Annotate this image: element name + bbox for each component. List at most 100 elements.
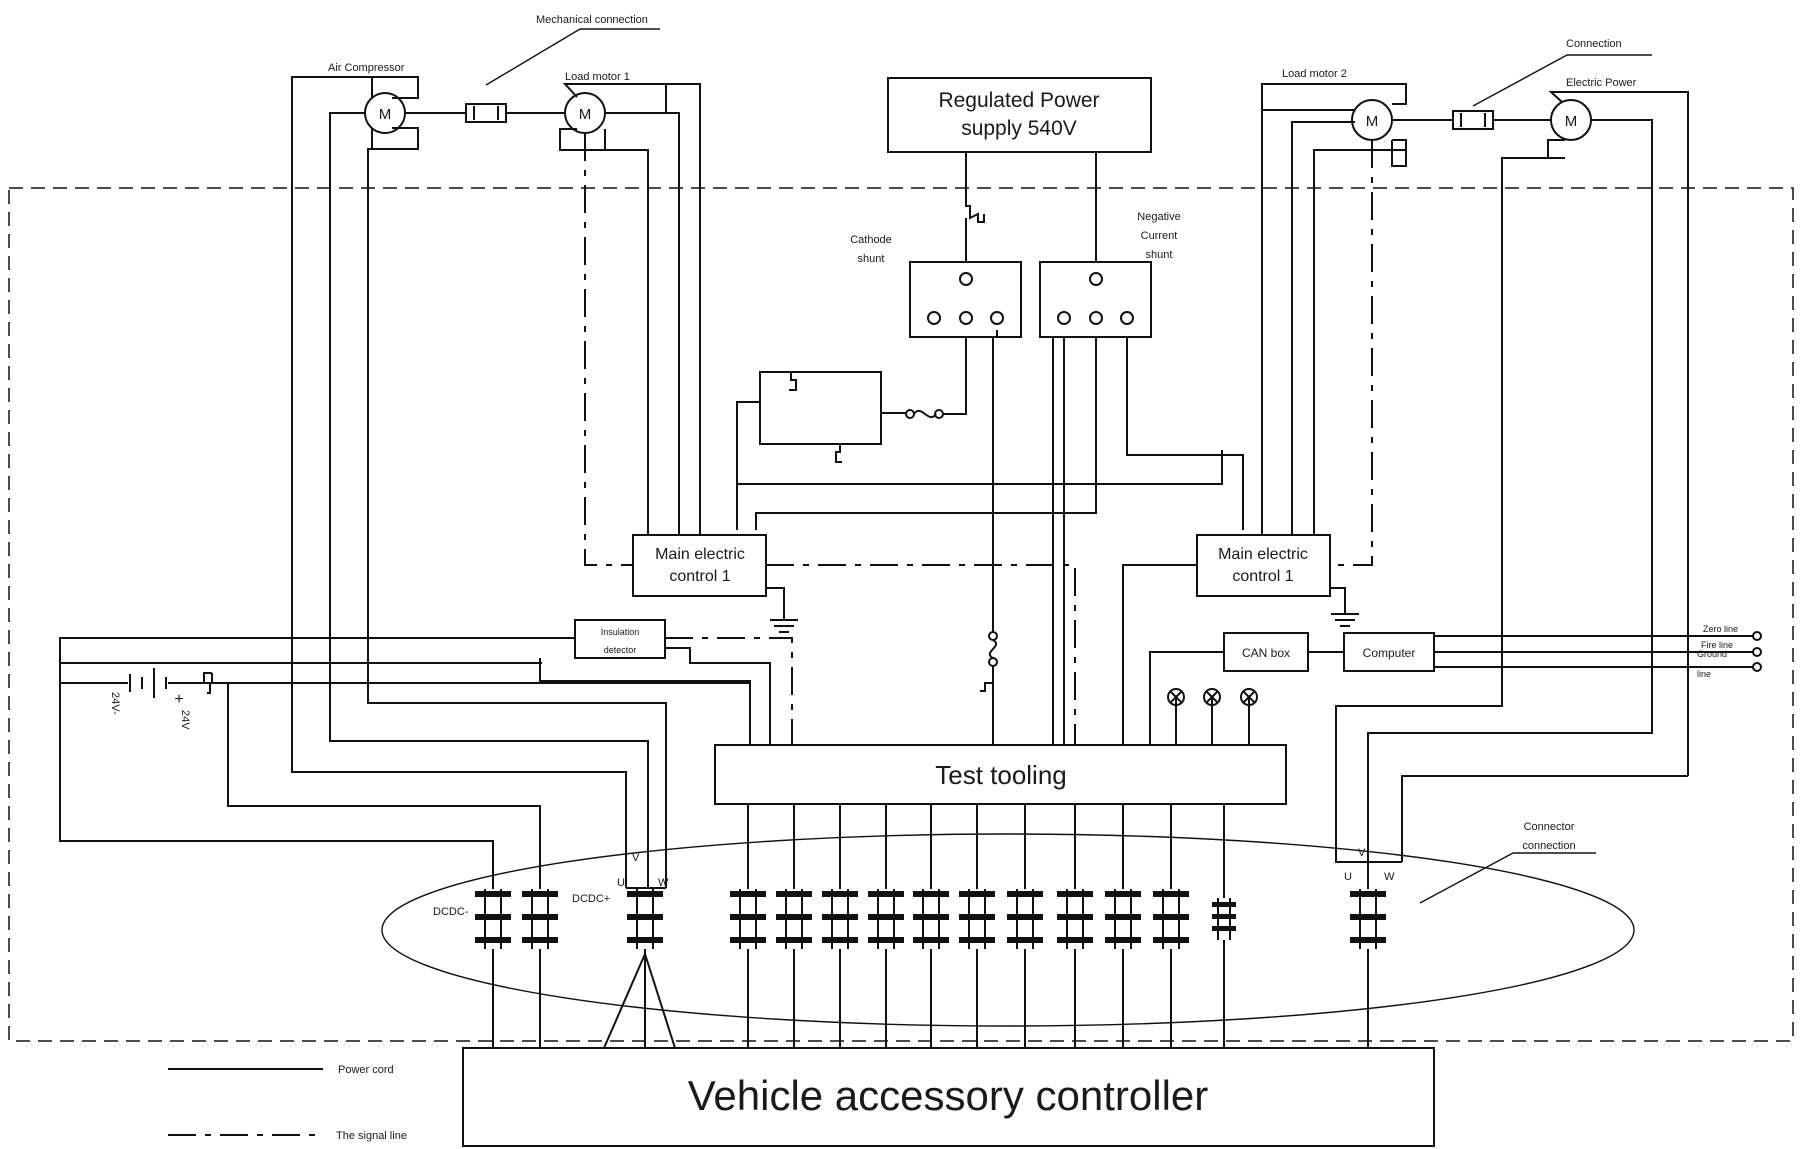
dcdc-minus-label: DCDC- <box>433 906 469 918</box>
insulation-wires <box>59 637 793 888</box>
connector-tooling-3-pad <box>822 937 858 943</box>
power-supply-feed <box>965 152 1097 262</box>
connector-tooling-1-pad <box>730 914 766 920</box>
phase-w-label-right: W <box>1384 871 1395 883</box>
load-motor-2-phase-wires <box>1261 110 1407 535</box>
connector-dcdc-plus-pad <box>522 891 558 897</box>
connector-tooling-6-pad <box>959 914 995 920</box>
connector-tooling-8-pad <box>1057 914 1093 920</box>
negative-shunt-label-1: Negative <box>1137 211 1180 223</box>
connector-connection-leader <box>1419 852 1514 904</box>
can-box-label: CAN box <box>1242 646 1290 660</box>
main-control-right-label-2: control 1 <box>1232 568 1293 585</box>
load-motor-1-phase-wires <box>605 83 701 535</box>
negative-shunt-label-3: shunt <box>1146 249 1173 261</box>
connector-uvw-left-pad <box>627 891 663 897</box>
connector-tooling-8-pad <box>1057 891 1093 897</box>
can-box-to-tooling <box>1149 651 1224 745</box>
air-compressor-label: Air Compressor <box>328 62 405 74</box>
connector-tooling-7-pad <box>1007 914 1043 920</box>
battery-positive-label: 24V <box>179 710 191 730</box>
connector-uvw-left-pad <box>627 914 663 920</box>
connection-leader <box>1472 54 1568 107</box>
connector-tooling-9-pad <box>1105 937 1141 943</box>
phase-u-label-left: U <box>617 877 625 889</box>
electric-power-label: Electric Power <box>1566 77 1637 89</box>
dcdc-plus-label: DCDC+ <box>572 893 610 905</box>
vehicle-accessory-controller-label: Vehicle accessory controller <box>688 1072 1209 1119</box>
electric-power-motor: M <box>1547 91 1689 776</box>
cathode-shunt-terminals <box>927 272 1004 325</box>
uvw-left-fan-2 <box>644 953 676 1049</box>
connector-tooling-2-pad <box>776 914 812 920</box>
connector-tooling-4-pad <box>868 914 904 920</box>
connector-tooling-6-pad <box>959 937 995 943</box>
connector-uvw-left-pad <box>627 937 663 943</box>
legend-signal-line-label: The signal line <box>336 1130 407 1142</box>
insulation-detector-box <box>574 619 666 659</box>
battery-24v <box>60 668 750 888</box>
precharge-box <box>759 371 882 445</box>
connector-tooling-6-pad <box>959 891 995 897</box>
legend: Power cord The signal line <box>168 1064 407 1142</box>
connection-coupling <box>1392 110 1551 130</box>
motor-symbol: M <box>579 106 592 123</box>
connector-tooling-5-pad <box>913 937 949 943</box>
mechanical-coupling <box>405 103 565 123</box>
cathode-shunt-label-2: shunt <box>858 253 885 265</box>
fire-line-label: Fire line <box>1701 640 1733 650</box>
regulated-power-label-1: Regulated Power <box>938 89 1099 112</box>
connector-connection-label-1: Connector <box>1524 821 1575 833</box>
phase-v-label-left: V <box>632 852 640 864</box>
connector-tooling-7-pad <box>1007 891 1043 897</box>
indicator-lamps <box>1167 688 1258 745</box>
load-motor-1-signal <box>584 133 633 566</box>
mains-lines <box>1434 631 1762 672</box>
load-motor-2: M <box>1261 83 1407 167</box>
computer-box <box>1343 632 1435 672</box>
computer-label: Computer <box>1363 646 1416 660</box>
ground-right <box>1330 587 1359 627</box>
connector-small-pad <box>1212 914 1236 919</box>
regulated-power-supply-box <box>887 77 1152 153</box>
connector-tooling-5-pad <box>913 891 949 897</box>
main-electric-control-right-box <box>1196 534 1331 597</box>
connector-tooling-5-pad <box>913 914 949 920</box>
fuse-cathode <box>881 337 967 419</box>
negative-shunt-label-2: Current <box>1141 230 1178 242</box>
connector-small-pad <box>1212 902 1236 907</box>
precharge-contacts <box>789 372 842 463</box>
connector-connection-label-2: connection <box>1522 840 1575 852</box>
connector-tooling-3-pad <box>822 891 858 897</box>
connector-tooling-2-pad <box>776 937 812 943</box>
connector-tooling-1-pad <box>730 937 766 943</box>
mechanical-connection-label: Mechanical connection <box>536 14 648 26</box>
load-motor-1-label: Load motor 1 <box>565 71 630 83</box>
connector-dcdc-plus-pad <box>522 914 558 920</box>
connector-dcdc-minus-pad <box>475 891 511 897</box>
connector-tooling-3-pad <box>822 914 858 920</box>
air-compressor-motor: M <box>364 76 419 150</box>
connector-tooling-2-pad <box>776 891 812 897</box>
connector-tooling-10-pad <box>1153 937 1189 943</box>
connector-uvw-right-pad <box>1350 891 1386 897</box>
center-test-wire <box>980 337 998 745</box>
phase-w-label-left: W <box>658 877 669 889</box>
ground-line-label-1: Ground <box>1697 649 1727 659</box>
phase-u-label-right: U <box>1344 871 1352 883</box>
test-tooling-label: Test tooling <box>935 760 1067 790</box>
load-motor-1: M <box>559 83 667 151</box>
main-electric-control-left-box <box>632 534 767 597</box>
connector-row <box>475 804 1402 1049</box>
right-control-to-tooling <box>1122 564 1197 745</box>
connector-small-pad <box>1212 926 1236 931</box>
shunt-network-wires <box>736 330 1244 745</box>
zero-line-label: Zero line <box>1703 624 1738 634</box>
battery-plus-sign: + <box>174 691 183 708</box>
connector-dcdc-plus-pad <box>522 937 558 943</box>
connector-dcdc-minus-pad <box>475 914 511 920</box>
test-bench-boundary <box>8 187 1794 1042</box>
insulation-label-1: Insulation <box>601 627 640 637</box>
